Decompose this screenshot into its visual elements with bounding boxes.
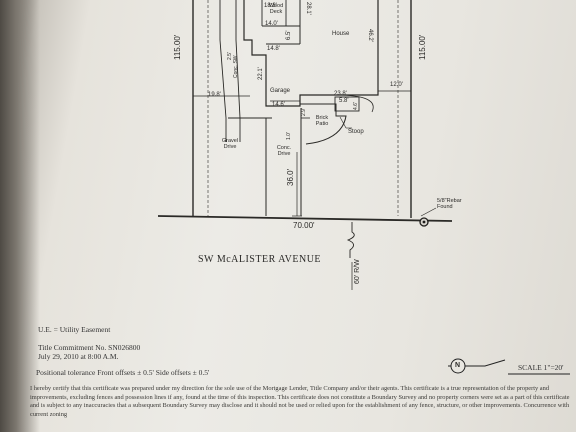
north-label: N xyxy=(455,362,461,369)
side-setback-left: 19.8' xyxy=(208,92,221,98)
rebar-label: 5/8"Rebar Found xyxy=(437,198,462,210)
stoop-width: 5.8' xyxy=(339,98,349,104)
certification-text: I hereby certify that this certificate w… xyxy=(30,385,570,418)
house-offset: 6.5' xyxy=(286,30,292,41)
title-commitment: Title Commitment No. SN026800 xyxy=(38,343,141,352)
house-outline xyxy=(243,0,379,107)
commitment-date: July 29, 2010 at 8:00 A.M. xyxy=(38,352,119,361)
sidewalk-width: 2.5' xyxy=(227,52,233,60)
sidewalk-label: Conc. SW xyxy=(233,55,239,78)
garage-front-width: 14.6' xyxy=(272,102,285,108)
house-side: 28.1' xyxy=(305,2,311,15)
brick-patio-label: Brick Patio xyxy=(315,115,329,127)
garage-width: 14.8' xyxy=(267,46,280,52)
garage-depth: 22.1' xyxy=(258,67,264,80)
deck-width: 18.8' xyxy=(264,3,277,9)
right-lot-depth: 115.00' xyxy=(418,34,427,60)
wood-deck-label: Wood Deck xyxy=(268,3,284,15)
lot-frontage: 70.00' xyxy=(293,221,315,230)
left-lot-depth: 115.00' xyxy=(173,34,182,60)
right-of-way: 60' R/W xyxy=(354,259,361,284)
deck-depth: 14.0' xyxy=(265,21,278,27)
paper-fold-shadow xyxy=(0,0,40,432)
garage-label: Garage xyxy=(270,88,291,94)
stoop-label: Stoop xyxy=(348,129,364,135)
patio-offset: 2.9' xyxy=(301,108,307,116)
gravel-drive-label: Gravel Drive xyxy=(221,138,239,150)
drive-offset: 1.0' xyxy=(286,132,292,140)
stoop-depth: 4.6' xyxy=(353,102,359,110)
house-label: House xyxy=(332,31,350,37)
patio-width: 23.8' xyxy=(334,91,347,97)
front-setback: 36.0' xyxy=(286,168,295,186)
front-property-line xyxy=(157,215,453,222)
street-name: SW McALISTER AVENUE xyxy=(198,254,322,265)
north-arrow-icon xyxy=(448,358,506,374)
conc-drive-label: Conc. Drive xyxy=(276,145,292,157)
side-setback-right: 12.0' xyxy=(390,82,403,88)
house-depth: 46.2' xyxy=(367,29,373,42)
scale-label: SCALE 1"=20' xyxy=(518,363,564,372)
positional-tolerance: Positional tolerance Front offsets ± 0.5… xyxy=(36,368,210,377)
easement-note: U.E. = Utility Easement xyxy=(38,325,111,334)
stoop-outline xyxy=(334,96,360,112)
